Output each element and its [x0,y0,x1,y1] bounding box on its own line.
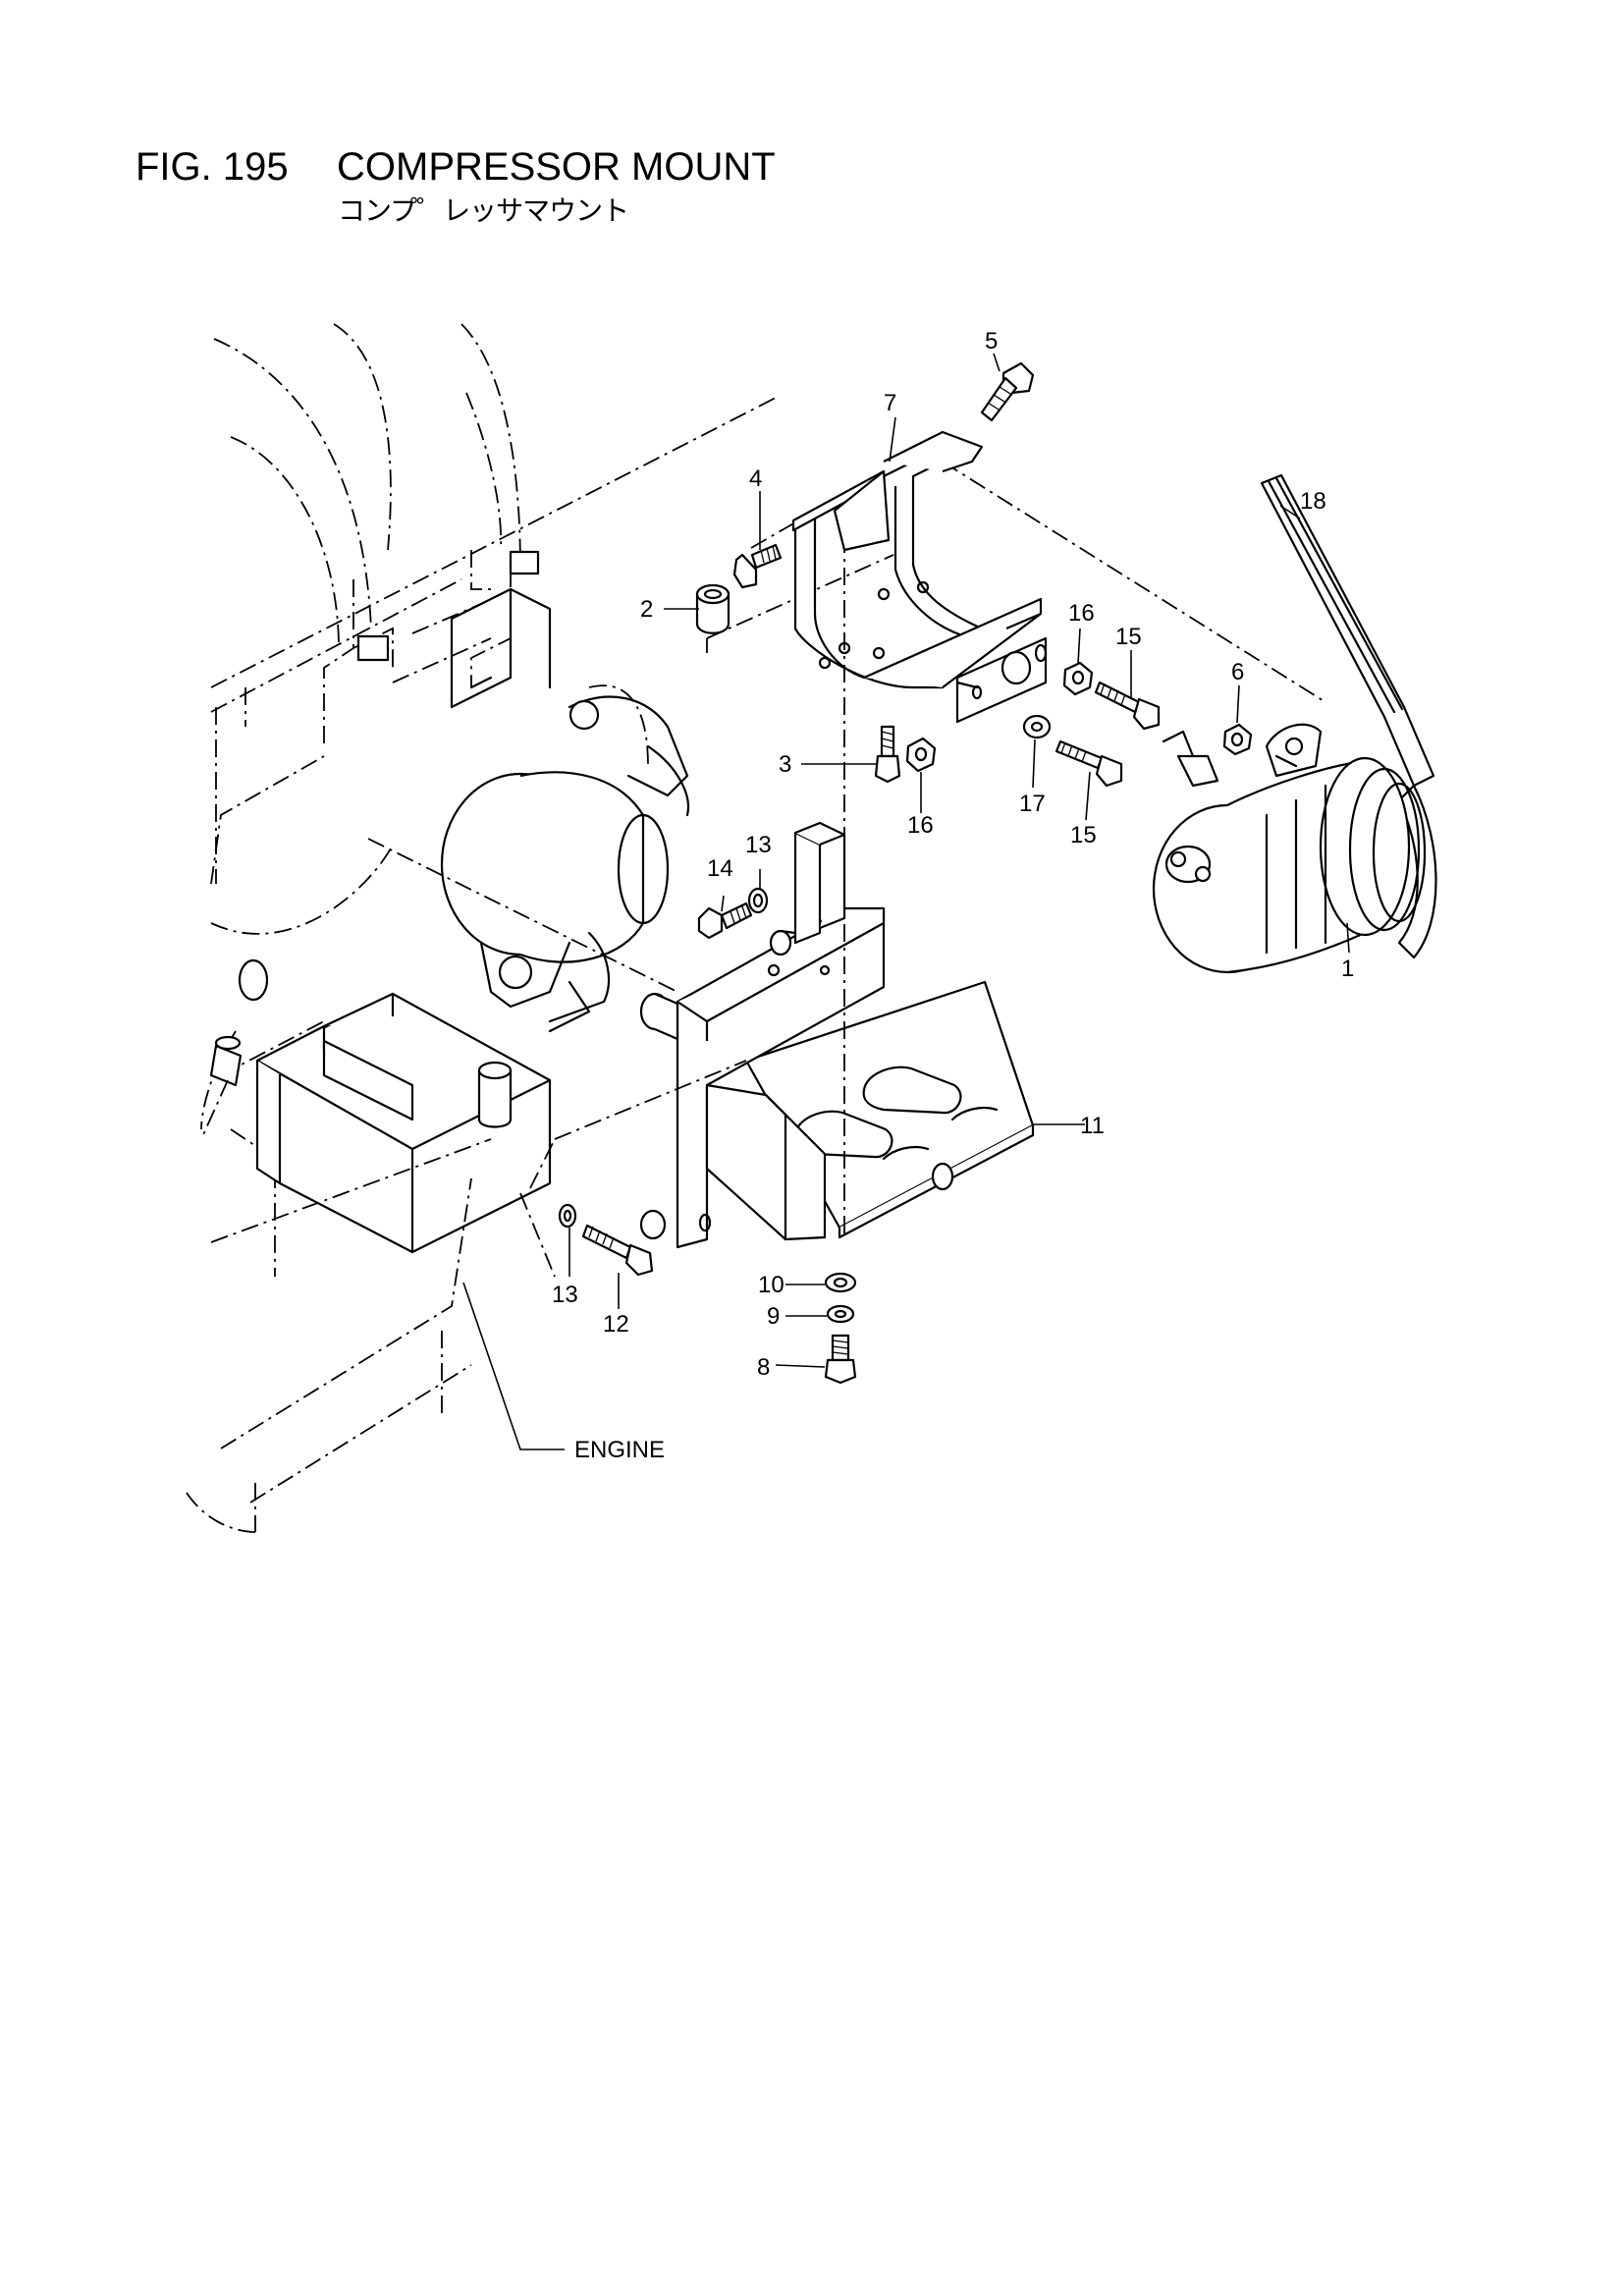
alternator [440,695,690,1033]
part-5-bolt [980,361,1035,422]
engine-boss [356,550,552,709]
part-14-bolt [697,902,753,940]
callout-3: 3 [779,751,791,778]
callout-16-upper: 16 [1068,600,1095,627]
callout-17: 17 [1019,791,1046,817]
callout-11: 11 [1080,1113,1105,1139]
part-13-washer-upper [747,887,769,914]
callout-15-lower: 15 [1070,822,1097,848]
callout-10: 10 [758,1272,784,1298]
callout-1: 1 [1341,956,1354,982]
engine-outline [186,323,777,1533]
callout-12: 12 [603,1311,629,1338]
part-1-compressor [1152,723,1427,974]
part-17-washer [1022,714,1052,739]
engine-label-text: ENGINE [574,1437,665,1463]
part-15-bolt-upper [1094,681,1161,731]
part-12-bolt [581,1224,654,1277]
figure-title-text: COMPRESSOR MOUNT [337,145,776,189]
figure-title: FIG. 195 COMPRESSOR MOUNT [135,147,776,187]
part-16-nut-lower [905,737,937,773]
callout-numbers: 5 7 4 18 2 16 15 6 3 16 17 15 1 13 14 11… [552,328,1354,1381]
part-7-upper-bracket [791,430,1048,724]
callout-15-upper: 15 [1115,624,1142,650]
callout-18: 18 [1300,488,1326,515]
callout-16-lower: 16 [907,812,934,839]
part-13-washer-lower [558,1203,577,1229]
callout-8: 8 [757,1354,770,1381]
callout-6: 6 [1231,659,1244,685]
callout-14: 14 [707,855,733,882]
part-16-nut-upper [1062,661,1094,696]
callout-9: 9 [767,1303,780,1330]
callout-leaders [568,353,1350,1368]
part-3-bolt [874,725,901,784]
part-4-bolt [732,543,783,589]
part-15-bolt-lower [1055,739,1123,788]
callout-13-lower: 13 [552,1282,578,1308]
engine-bracket [200,958,552,1254]
part-11-mounting-bracket [639,821,1035,1249]
callout-5: 5 [985,328,998,355]
callout-7: 7 [884,390,896,416]
part-10-washer [824,1272,857,1293]
engine-label: ENGINE [462,1282,665,1463]
callout-2: 2 [640,596,653,623]
part-6-nut [1222,723,1253,756]
part-9-lock-washer [826,1304,855,1324]
figure-number: FIG. 195 [135,145,289,189]
part-8-bolt [824,1334,857,1385]
part-2-spacer [695,583,730,634]
callout-4: 4 [749,465,762,492]
callout-13-upper: 13 [745,832,772,858]
figure-subtitle: コンプ゜レッサマウント [338,194,629,227]
